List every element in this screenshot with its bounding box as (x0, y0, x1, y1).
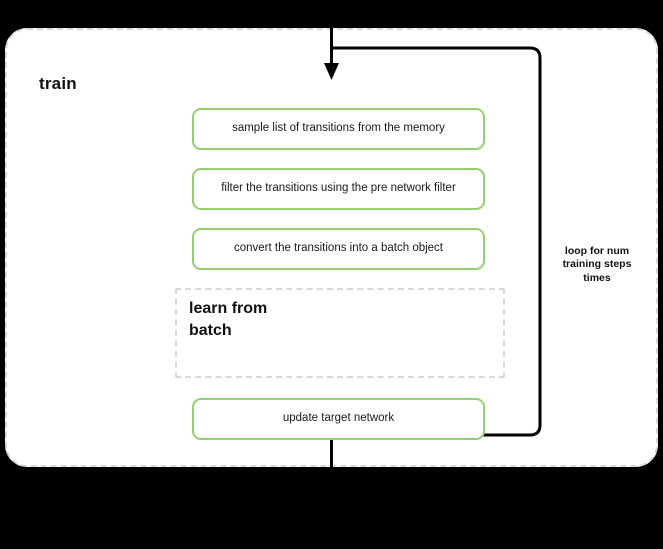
loop-caption: loop for num training steps times (547, 245, 647, 285)
step-box-update-target-network[interactable]: update target network (192, 398, 485, 440)
loop-caption-line-1: loop for num (564, 245, 630, 257)
step-label: update target network (282, 412, 395, 425)
train-container: train sample list of transitions from th… (5, 28, 658, 467)
page-title: train (39, 74, 77, 93)
step-label: filter the transitions using the pre net… (221, 182, 456, 195)
loop-caption-line-3: times (583, 271, 611, 284)
step-box-filter-transitions[interactable]: filter the transitions using the pre net… (192, 168, 485, 210)
step-box-convert-transitions[interactable]: convert the transitions into a batch obj… (192, 228, 485, 270)
step-label: sample list of transitions from the memo… (232, 122, 445, 135)
step-box-sample-transitions[interactable]: sample list of transitions from the memo… (192, 108, 485, 150)
step-label: convert the transitions into a batch obj… (233, 242, 444, 255)
loop-caption-line-2: training steps (562, 258, 632, 271)
group-learn-from-batch[interactable]: learn from batch (175, 288, 505, 378)
group-title: learn from batch (189, 300, 268, 339)
